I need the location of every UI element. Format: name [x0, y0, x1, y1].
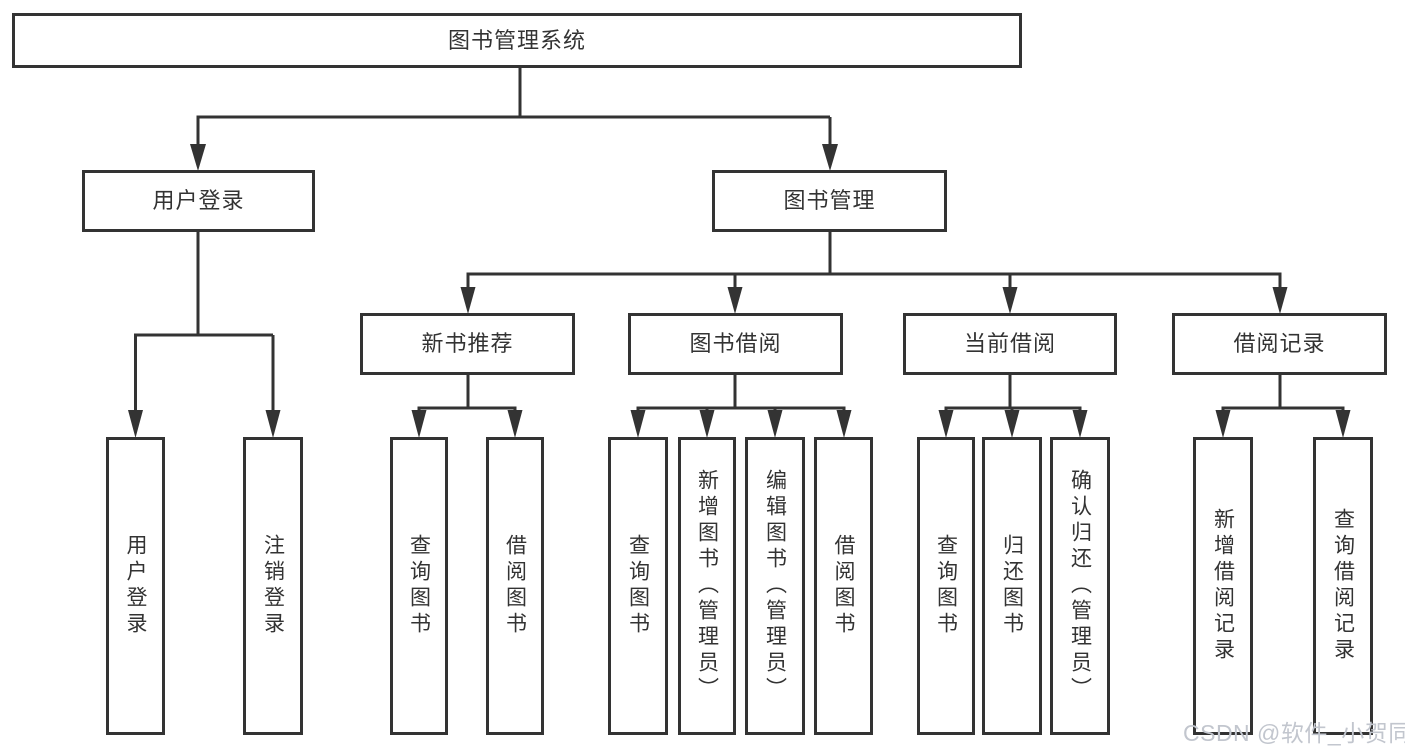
connector-new-book-rec-to-leaves [417, 375, 517, 414]
node-book-management: 图书管理 [712, 170, 947, 232]
arrowheads-borrow-record-leaves [1215, 410, 1351, 438]
connector-user-login-to-leaves [134, 232, 275, 412]
leaf-user-login: 用户登录 [106, 437, 165, 735]
arrowheads-level3 [460, 287, 1288, 314]
node-borrowing-records: 借阅记录 [1172, 313, 1387, 375]
leaf-edit-books-admin: 编辑图书（管理员） [745, 437, 805, 735]
leaf-query-books-borrowing: 查询图书 [608, 437, 668, 735]
arrowheads-current-borrow-leaves [938, 410, 1088, 438]
connector-book-borrow-to-leaves [636, 375, 846, 414]
leaf-logout: 注销登录 [243, 437, 303, 735]
node-root-library-management-system: 图书管理系统 [12, 13, 1022, 68]
arrowheads-book-borrow-leaves [630, 410, 852, 438]
leaf-borrow-books-recommendation: 借阅图书 [486, 437, 544, 735]
leaf-query-books-current: 查询图书 [917, 437, 975, 735]
leaf-add-borrow-record: 新增借阅记录 [1193, 437, 1253, 735]
leaf-borrow-books: 借阅图书 [814, 437, 873, 735]
node-user-login: 用户登录 [82, 170, 315, 232]
arrowheads-user-login-leaves [128, 410, 281, 438]
node-current-borrowing: 当前借阅 [903, 313, 1117, 375]
connector-current-borrow-to-leaves [944, 375, 1082, 414]
connector-root-to-level2 [196, 68, 832, 146]
leaf-query-books-recommendation: 查询图书 [390, 437, 448, 735]
leaf-add-books-admin: 新增图书（管理员） [678, 437, 736, 735]
arrowheads-level2 [190, 144, 838, 171]
connector-borrow-record-to-leaves [1221, 375, 1345, 414]
leaf-query-borrow-record: 查询借阅记录 [1313, 437, 1373, 735]
leaf-confirm-return-admin: 确认归还（管理员） [1050, 437, 1110, 735]
arrowheads-new-book-rec-leaves [411, 410, 523, 438]
connector-book-mgmt-to-level3 [466, 232, 1282, 289]
leaf-return-books: 归还图书 [982, 437, 1042, 735]
node-new-book-recommendation: 新书推荐 [360, 313, 575, 375]
node-book-borrowing: 图书借阅 [628, 313, 843, 375]
